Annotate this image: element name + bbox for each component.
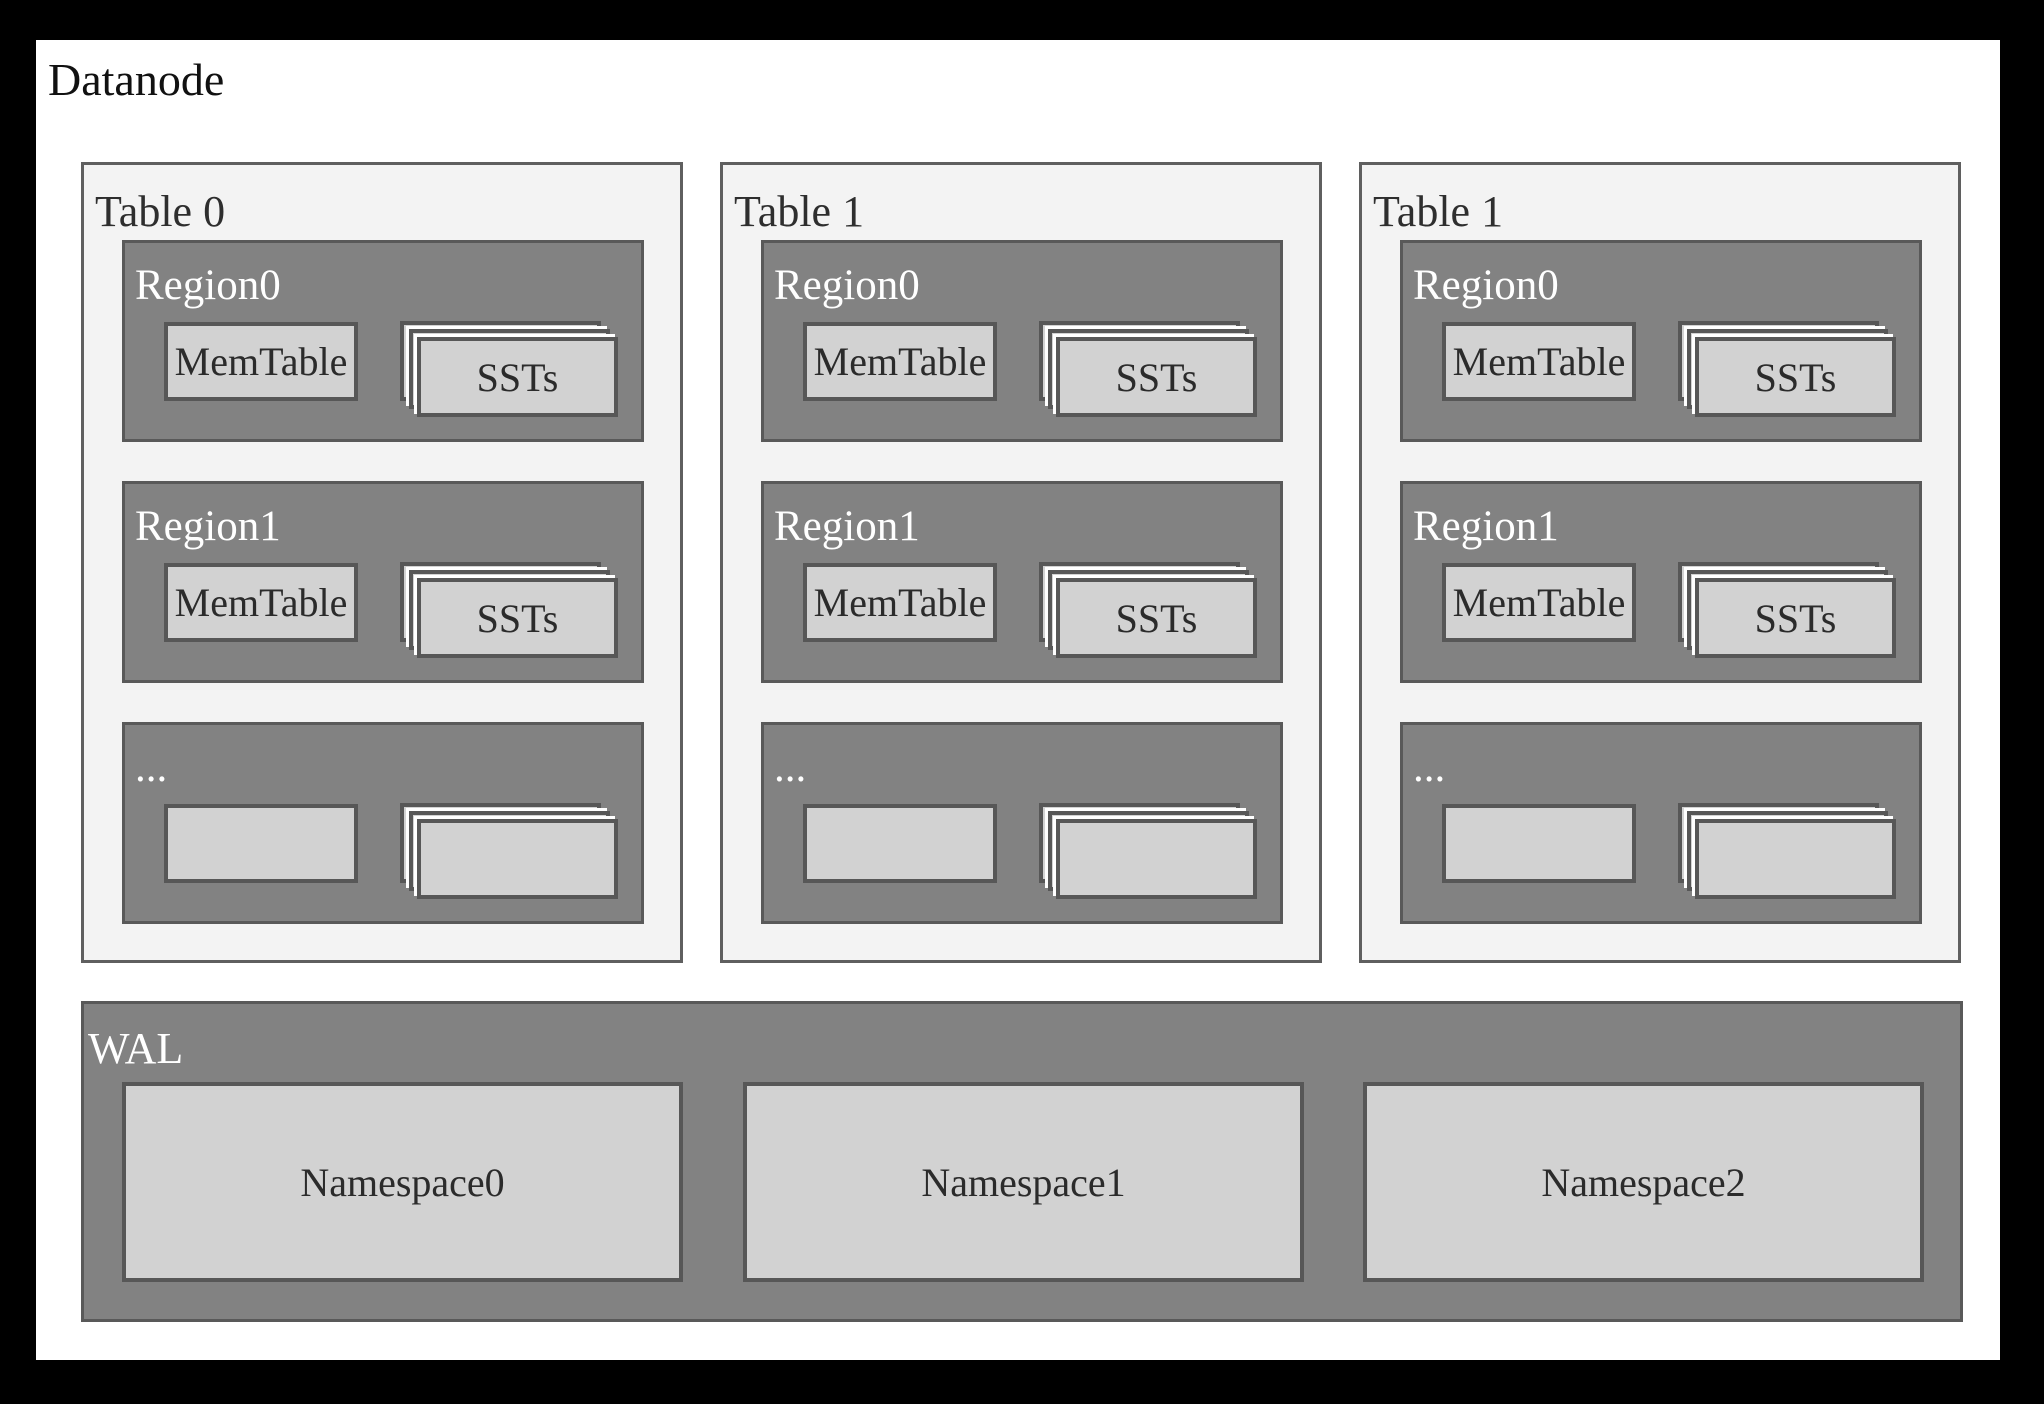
namespace-label: Namespace1 <box>921 1159 1126 1205</box>
memtable-box <box>1442 804 1636 883</box>
sst-layer-front: SSTs <box>417 578 618 658</box>
region-label: Region1 <box>135 503 281 550</box>
region-box: Region0 MemTable SSTs <box>761 240 1283 442</box>
sst-stack: SSTs <box>1039 321 1259 419</box>
memtable-box: MemTable <box>164 322 358 401</box>
region-box: Region0 MemTable SSTs <box>1400 240 1922 442</box>
sst-stack: SSTs <box>400 562 620 660</box>
sst-layer-front: SSTs <box>1056 578 1257 658</box>
namespace-box: Namespace1 <box>743 1082 1304 1282</box>
table-box: Table 1 Region0 MemTable SSTs Region1 Me… <box>720 162 1322 963</box>
sst-stack: SSTs <box>1678 321 1898 419</box>
ssts-label: SSTs <box>1754 595 1837 641</box>
memtable-box <box>803 804 997 883</box>
table-label: Table 0 <box>95 187 226 236</box>
region-label: Region0 <box>1413 262 1559 309</box>
sst-stack: SSTs <box>1039 562 1259 660</box>
sst-stack <box>400 803 620 901</box>
ssts-label: SSTs <box>476 595 559 641</box>
sst-layer-front: SSTs <box>1695 578 1896 658</box>
ssts-label: SSTs <box>1115 595 1198 641</box>
region-box: Region1 MemTable SSTs <box>1400 481 1922 683</box>
memtable-label: MemTable <box>174 339 348 384</box>
namespace-label: Namespace0 <box>300 1159 505 1205</box>
wal-label: WAL <box>88 1024 184 1073</box>
memtable-label: MemTable <box>1452 580 1626 625</box>
datanode-title: Datanode <box>48 54 225 105</box>
sst-stack: SSTs <box>1678 562 1898 660</box>
region-box: Region1 MemTable SSTs <box>761 481 1283 683</box>
sst-layer-front: SSTs <box>1056 337 1257 417</box>
ssts-label: SSTs <box>1115 354 1198 400</box>
region-label: ... <box>774 744 807 791</box>
sst-layer-front: SSTs <box>417 337 618 417</box>
region-box: ... <box>122 722 644 924</box>
region-label: ... <box>1413 744 1446 791</box>
memtable-box: MemTable <box>1442 563 1636 642</box>
sst-layer-front <box>417 819 618 899</box>
sst-layer-front: SSTs <box>1695 337 1896 417</box>
sst-layer-front <box>1056 819 1257 899</box>
region-label: Region1 <box>774 503 920 550</box>
ssts-label: SSTs <box>1754 354 1837 400</box>
datanode-container: Datanode Table 0 Region0 MemTable SSTs R… <box>36 40 2000 1360</box>
namespace-label: Namespace2 <box>1541 1159 1746 1205</box>
memtable-box <box>164 804 358 883</box>
sst-stack <box>1678 803 1898 901</box>
memtable-box: MemTable <box>803 322 997 401</box>
memtable-label: MemTable <box>813 339 987 384</box>
namespace-box: Namespace2 <box>1363 1082 1924 1282</box>
table-box: Table 0 Region0 MemTable SSTs Region1 Me… <box>81 162 683 963</box>
region-box: ... <box>761 722 1283 924</box>
wal-box: WAL Namespace0 Namespace1 Namespace2 <box>81 1001 1963 1322</box>
region-box: Region1 MemTable SSTs <box>122 481 644 683</box>
memtable-label: MemTable <box>813 580 987 625</box>
region-box: Region0 MemTable SSTs <box>122 240 644 442</box>
memtable-box: MemTable <box>164 563 358 642</box>
sst-stack: SSTs <box>400 321 620 419</box>
table-label: Table 1 <box>734 187 865 236</box>
memtable-label: MemTable <box>174 580 348 625</box>
table-label: Table 1 <box>1373 187 1504 236</box>
table-box: Table 1 Region0 MemTable SSTs Region1 Me… <box>1359 162 1961 963</box>
region-box: ... <box>1400 722 1922 924</box>
sst-stack <box>1039 803 1259 901</box>
memtable-label: MemTable <box>1452 339 1626 384</box>
region-label: Region0 <box>774 262 920 309</box>
region-label: Region0 <box>135 262 281 309</box>
sst-layer-front <box>1695 819 1896 899</box>
ssts-label: SSTs <box>476 354 559 400</box>
memtable-box: MemTable <box>1442 322 1636 401</box>
namespace-box: Namespace0 <box>122 1082 683 1282</box>
region-label: ... <box>135 744 168 791</box>
memtable-box: MemTable <box>803 563 997 642</box>
region-label: Region1 <box>1413 503 1559 550</box>
